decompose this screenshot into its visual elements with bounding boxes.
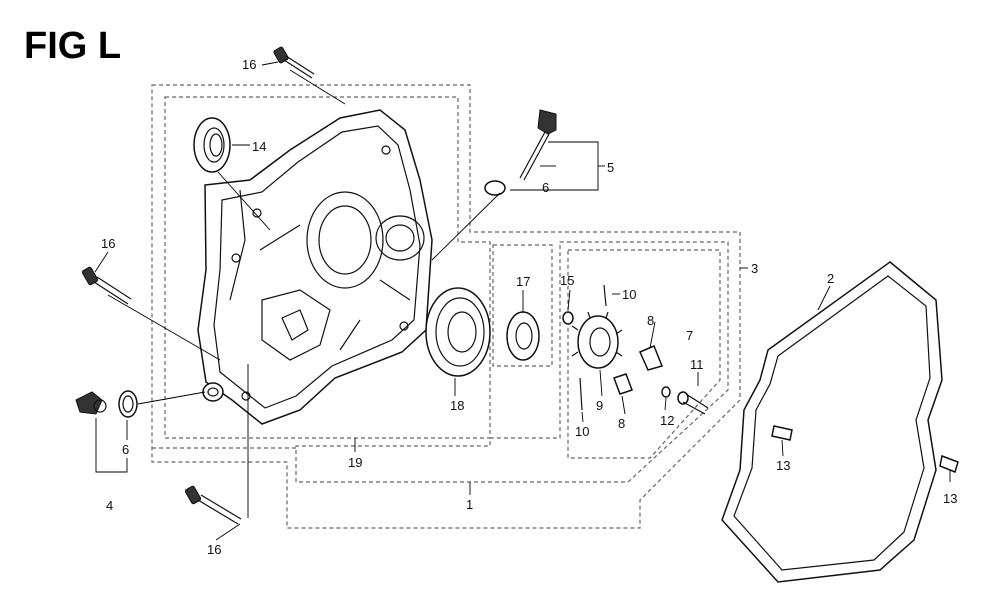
- group-19-boundary: [164, 96, 491, 439]
- dowel-pin-right: [939, 454, 959, 474]
- callout-5: 5: [607, 160, 614, 175]
- callout-4: 4: [106, 498, 113, 513]
- callout-6-top: 6: [542, 180, 549, 195]
- oil-level-gauge: [519, 109, 557, 181]
- callout-7: 7: [686, 328, 693, 343]
- callout-1: 1: [466, 497, 473, 512]
- callout-14: 14: [252, 139, 266, 154]
- figure-title: FIG L: [24, 25, 121, 67]
- callout-9: 9: [596, 398, 603, 413]
- callout-13-left: 13: [776, 458, 790, 473]
- o-ring-top: [484, 180, 506, 196]
- oil-seal: [193, 117, 231, 173]
- o-ring-bottom: [118, 390, 138, 418]
- group-3-boundary: [295, 241, 729, 483]
- group-1-boundary: [151, 84, 741, 529]
- callout-15: 15: [560, 273, 574, 288]
- callout-18: 18: [450, 398, 464, 413]
- pin-lower: [579, 377, 583, 411]
- callout-6-bottom: 6: [122, 442, 129, 457]
- flange-bolt-top: [273, 46, 315, 79]
- flange-bolt-left: [81, 266, 132, 305]
- governor-gear: [571, 311, 623, 369]
- thrust-washer: [562, 311, 574, 325]
- leader-lines: [94, 61, 951, 541]
- callout-10-top: 10: [622, 287, 636, 302]
- callout-8-bottom: 8: [618, 416, 625, 431]
- callout-13-right: 13: [943, 491, 957, 506]
- governor-holder-bolt: [677, 391, 709, 415]
- clip: [661, 386, 671, 398]
- callout-2: 2: [827, 271, 834, 286]
- radial-ball-bearing: [425, 287, 491, 377]
- governor-weight-upper: [639, 345, 664, 371]
- callout-8-top: 8: [647, 313, 654, 328]
- dowel-pin-left: [771, 425, 793, 441]
- callout-10-bottom: 10: [575, 424, 589, 439]
- pin-upper: [603, 284, 607, 307]
- crankcase-cover: [197, 109, 433, 425]
- case-cover-gasket: [721, 261, 943, 583]
- callout-16-bottom: 16: [207, 542, 221, 557]
- callout-11: 11: [690, 357, 704, 372]
- callout-19: 19: [348, 455, 362, 470]
- drain-plug: [75, 391, 107, 415]
- governor-weight-lower: [613, 373, 633, 395]
- callout-labels: 16 14 16 16 5 6 3 2 17 15 10 8 7 11 9 8 …: [101, 57, 957, 557]
- callout-16-left: 16: [101, 236, 115, 251]
- small-bearing: [506, 311, 540, 361]
- callout-16-top: 16: [242, 57, 256, 72]
- callout-12: 12: [660, 413, 674, 428]
- callout-17: 17: [516, 274, 530, 289]
- group-7-boundary: [567, 249, 721, 459]
- callout-3: 3: [751, 261, 758, 276]
- flange-bolt-bottom: [184, 485, 242, 525]
